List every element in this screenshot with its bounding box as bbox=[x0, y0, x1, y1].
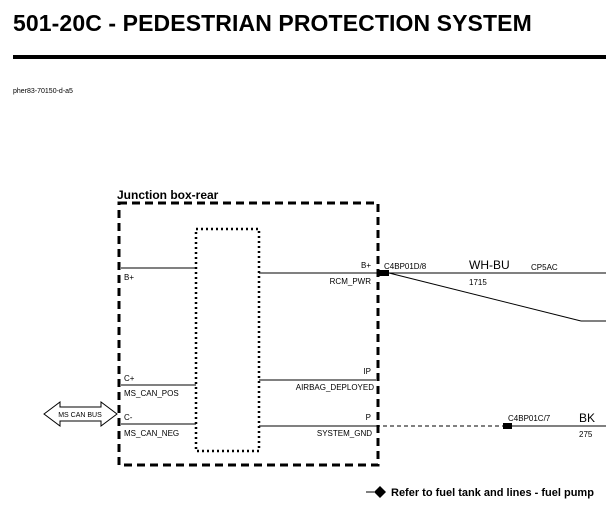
internal-module bbox=[194, 227, 261, 453]
junction-box-label: Junction box-rear bbox=[117, 188, 219, 202]
wire-wh-bu-destination: CP5AC bbox=[531, 263, 558, 272]
right-pin-p: P bbox=[366, 413, 371, 422]
junction-box-outline bbox=[117, 201, 380, 467]
left-pin-cminus: C- bbox=[124, 413, 133, 422]
wire-wh-bu-circuit: 1715 bbox=[469, 278, 487, 287]
wire-wh-bu-branch bbox=[388, 272, 582, 322]
left-signal-ms-can-pos: MS_CAN_POS bbox=[124, 389, 179, 398]
wire-bk-color: BK bbox=[579, 411, 595, 425]
connector-c4bp01d bbox=[379, 270, 389, 276]
reference-note: Refer to fuel tank and lines - fuel pump bbox=[391, 487, 594, 499]
document-id: pher83-70150-d-a5 bbox=[13, 88, 73, 95]
right-signal-airbag-deployed: AIRBAG_DEPLOYED bbox=[296, 383, 374, 392]
reference-diamond-icon bbox=[374, 486, 386, 498]
right-signal-system-gnd: SYSTEM_GND bbox=[317, 429, 372, 438]
page-title: 501-20C - PEDESTRIAN PROTECTION SYSTEM bbox=[13, 10, 532, 36]
connector-c4bp01c-label: C4BP01C/7 bbox=[508, 414, 551, 423]
ms-can-bus-arrow bbox=[43, 401, 118, 427]
connector-c4bp01c bbox=[503, 423, 512, 429]
right-pin-ip: IP bbox=[363, 367, 371, 376]
ms-can-bus-label: MS CAN BUS bbox=[58, 412, 102, 419]
wire-wh-bu-color: WH-BU bbox=[469, 258, 510, 272]
wire-bk-circuit: 275 bbox=[579, 430, 593, 439]
right-pin-bplus: B+ bbox=[361, 261, 371, 270]
left-pin-cplus: C+ bbox=[124, 374, 135, 383]
right-signal-rcm-pwr: RCM_PWR bbox=[330, 277, 372, 286]
left-pin-bplus: B+ bbox=[124, 273, 134, 282]
left-signal-ms-can-neg: MS_CAN_NEG bbox=[124, 429, 179, 438]
title-rule bbox=[13, 55, 606, 59]
connector-c4bp01d-label: C4BP01D/8 bbox=[384, 262, 427, 271]
